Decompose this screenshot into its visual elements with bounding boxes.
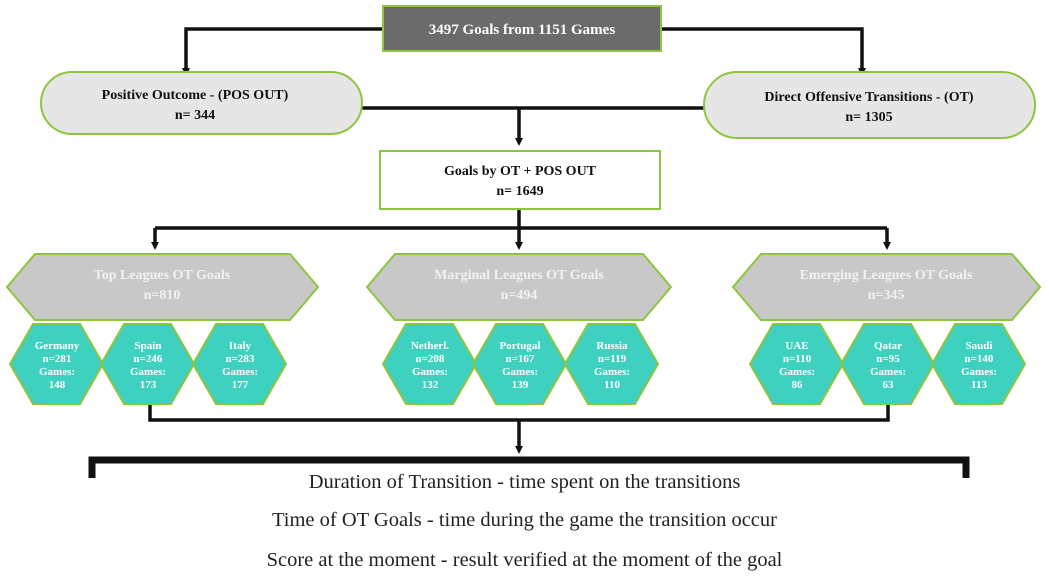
league-goals: n=119: [598, 353, 627, 365]
league-games: 177: [232, 379, 249, 391]
connector-leagues-bottom: [148, 404, 890, 422]
league-group-count: n=494: [501, 288, 538, 303]
combined-box: Goals by OT + POS OUT n= 1649: [379, 150, 661, 210]
league-hex-germany: Germany n=281 Games: 148: [8, 323, 105, 405]
league-games: 139: [512, 379, 529, 391]
pos-out-title: Positive Outcome - (POS OUT): [102, 88, 289, 103]
league-group-marginal: Marginal Leagues OT Goals n=494: [365, 253, 673, 321]
league-hex-saudi: Saudi n=140 Games: 113: [930, 323, 1027, 405]
league-games: 148: [49, 379, 66, 391]
league-games-label: Games:: [502, 366, 538, 378]
outcome-score: Score at the moment - result verified at…: [266, 549, 783, 571]
league-name: Spain: [135, 340, 162, 352]
top-total-label: 3497 Goals from 1151 Games: [429, 22, 616, 38]
outcome-duration: Duration of Transition - time spent on t…: [308, 471, 741, 493]
league-games-label: Games:: [779, 366, 815, 378]
league-name: Portugal: [500, 340, 541, 352]
league-goals: n=283: [226, 353, 255, 365]
connector-top-to-ot: [661, 27, 866, 76]
league-name: Italy: [229, 340, 252, 352]
outcome-bracket: [88, 456, 970, 478]
league-group-emerging: Emerging Leagues OT Goals n=345: [731, 253, 1042, 321]
league-games: 113: [971, 379, 987, 391]
league-goals: n=95: [876, 353, 900, 365]
pos-out-box: Positive Outcome - (POS OUT) n= 344: [40, 71, 363, 135]
league-hex-russia: Russia n=119 Games: 110: [563, 323, 660, 405]
league-goals: n=140: [965, 353, 994, 365]
league-name: Saudi: [966, 340, 993, 352]
league-goals: n=208: [416, 353, 445, 365]
league-hex-italy: Italy n=283 Games: 177: [191, 323, 288, 405]
combined-count: n= 1649: [496, 184, 543, 199]
league-name: Germany: [35, 340, 80, 352]
league-goals: n=110: [783, 353, 812, 365]
ot-title: Direct Offensive Transitions - (OT): [764, 90, 974, 105]
league-games: 173: [140, 379, 157, 391]
league-name: UAE: [785, 340, 808, 352]
connector-top-to-pos-out: [182, 27, 383, 76]
league-group-top: Top Leagues OT Goals n=810: [5, 253, 320, 321]
league-group-count: n=345: [868, 288, 905, 303]
ot-box: Direct Offensive Transitions - (OT) n= 1…: [703, 71, 1036, 139]
league-games-label: Games:: [594, 366, 630, 378]
league-group-title: Top Leagues OT Goals: [94, 268, 231, 283]
outcome-time: Time of OT Goals - time during the game …: [271, 509, 777, 531]
league-games-label: Games:: [222, 366, 258, 378]
league-name: Qatar: [874, 340, 902, 352]
league-hex-uae: UAE n=110 Games: 86: [748, 323, 845, 405]
league-hex-qatar: Qatar n=95 Games: 63: [839, 323, 936, 405]
league-games-label: Games:: [130, 366, 166, 378]
league-games: 110: [604, 379, 620, 391]
pos-out-count: n= 344: [175, 108, 215, 123]
league-games: 86: [792, 379, 804, 391]
league-games: 63: [883, 379, 895, 391]
league-group-count: n=810: [144, 288, 181, 303]
league-goals: n=246: [134, 353, 163, 365]
league-group-title: Marginal Leagues OT Goals: [434, 268, 604, 283]
top-total-box: 3497 Goals from 1151 Games: [382, 5, 662, 52]
league-games-label: Games:: [961, 366, 997, 378]
ot-count: n= 1305: [845, 110, 892, 125]
league-goals: n=281: [43, 353, 72, 365]
connectors: [148, 27, 891, 454]
league-hex-spain: Spain n=246 Games: 173: [99, 323, 196, 405]
league-goals: n=167: [506, 353, 535, 365]
league-games-label: Games:: [870, 366, 906, 378]
league-games: 132: [422, 379, 439, 391]
league-group-title: Emerging Leagues OT Goals: [800, 268, 973, 283]
combined-title: Goals by OT + POS OUT: [444, 164, 597, 179]
league-name: Russia: [596, 340, 628, 352]
league-name: Netherl.: [411, 340, 449, 352]
league-games-label: Games:: [412, 366, 448, 378]
league-hex-netherlands: Netherl. n=208 Games: 132: [381, 323, 478, 405]
league-hex-portugal: Portugal n=167 Games: 139: [471, 323, 568, 405]
league-games-label: Games:: [39, 366, 75, 378]
